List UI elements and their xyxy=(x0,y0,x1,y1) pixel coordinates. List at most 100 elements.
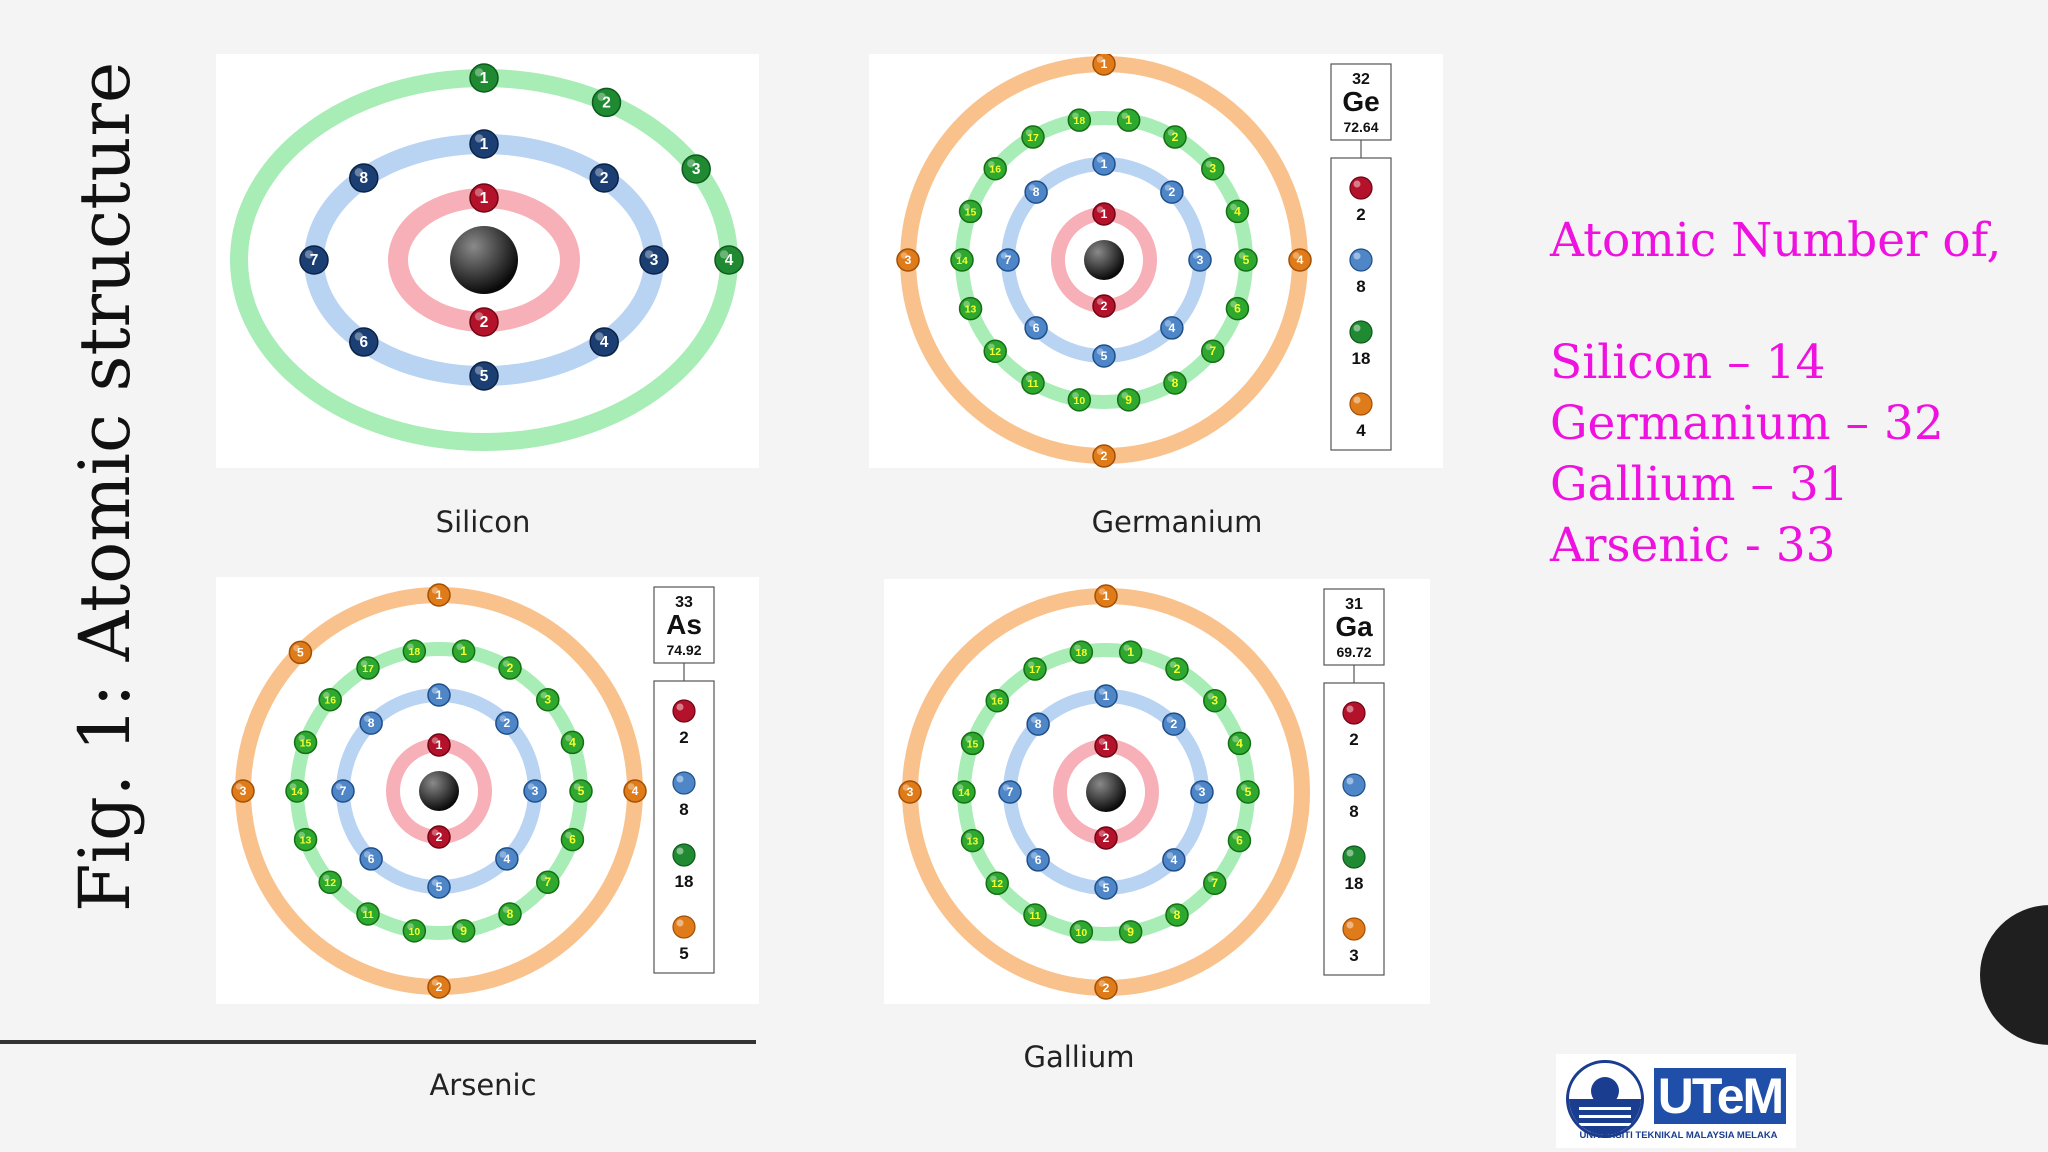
svg-text:31: 31 xyxy=(1345,596,1363,613)
electron: 7 xyxy=(331,779,355,803)
svg-text:1: 1 xyxy=(436,588,443,602)
electron: 6 xyxy=(1026,848,1050,872)
electron: 2 xyxy=(427,975,451,999)
svg-text:6: 6 xyxy=(1033,321,1040,335)
svg-text:9: 9 xyxy=(1127,925,1134,939)
svg-text:72.64: 72.64 xyxy=(1343,119,1378,135)
atomic-number-line: Germanium – 32 xyxy=(1550,396,1944,451)
svg-text:7: 7 xyxy=(1211,876,1218,890)
svg-text:14: 14 xyxy=(291,787,303,798)
svg-text:4: 4 xyxy=(1169,321,1176,335)
electron: 1 xyxy=(1092,202,1116,226)
svg-text:3: 3 xyxy=(532,784,539,798)
atomic-number-heading: Atomic Number of, xyxy=(1550,213,2002,268)
electron: 8 xyxy=(1163,371,1187,395)
svg-text:3: 3 xyxy=(1211,694,1218,708)
electron: 15 xyxy=(293,730,318,755)
electron: 4 xyxy=(1288,248,1312,272)
electron: 1 xyxy=(427,683,451,707)
electron: 2 xyxy=(498,656,522,680)
svg-text:2: 2 xyxy=(600,170,609,187)
electron: 1 xyxy=(469,183,499,213)
electron: 4 xyxy=(495,847,519,871)
svg-text:2: 2 xyxy=(1101,449,1108,463)
svg-text:16: 16 xyxy=(991,697,1003,708)
svg-text:10: 10 xyxy=(1074,396,1086,407)
electron: 8 xyxy=(349,163,379,193)
electron: 7 xyxy=(998,780,1022,804)
electron: 8 xyxy=(1165,903,1189,927)
electron: 3 xyxy=(1190,780,1214,804)
electron: 2 xyxy=(1094,976,1118,1000)
electron: 2 xyxy=(1165,657,1189,681)
svg-text:18: 18 xyxy=(409,647,421,658)
nucleus xyxy=(1086,772,1126,812)
svg-text:4: 4 xyxy=(600,334,609,351)
svg-text:2: 2 xyxy=(1169,185,1176,199)
legend-count: 2 xyxy=(1349,730,1358,749)
electron: 3 xyxy=(231,779,255,803)
svg-text:17: 17 xyxy=(1027,133,1039,144)
caption-germanium: Germanium xyxy=(1091,505,1263,539)
svg-text:6: 6 xyxy=(1035,853,1042,867)
svg-text:5: 5 xyxy=(1103,881,1110,895)
svg-text:4: 4 xyxy=(1171,853,1178,867)
svg-text:16: 16 xyxy=(324,696,336,707)
electron: 14 xyxy=(285,779,309,803)
svg-text:11: 11 xyxy=(1027,379,1038,390)
electron: 7 xyxy=(536,870,560,895)
svg-text:2: 2 xyxy=(1172,130,1179,144)
divider-line xyxy=(0,1040,756,1044)
atomic-number-line: Arsenic - 33 xyxy=(1550,518,1836,573)
svg-text:6: 6 xyxy=(368,852,375,866)
svg-text:9: 9 xyxy=(460,924,467,938)
electron: 3 xyxy=(896,248,920,272)
electron: 12 xyxy=(318,870,342,895)
electron: 17 xyxy=(1023,657,1047,681)
svg-text:12: 12 xyxy=(324,878,336,889)
svg-text:8: 8 xyxy=(360,170,369,187)
svg-text:1: 1 xyxy=(480,190,489,207)
electron: 1 xyxy=(469,129,499,159)
atomic-number-list: Atomic Number of, Silicon – 14 Germanium… xyxy=(1550,210,2001,576)
decorative-circle xyxy=(1980,905,2048,1045)
svg-text:7: 7 xyxy=(1007,785,1014,799)
electron: 9 xyxy=(1118,920,1143,944)
svg-text:15: 15 xyxy=(967,739,979,750)
svg-text:2: 2 xyxy=(1171,717,1178,731)
svg-text:4: 4 xyxy=(1236,736,1243,750)
svg-text:5: 5 xyxy=(297,645,304,659)
svg-text:18: 18 xyxy=(1076,648,1088,659)
svg-text:2: 2 xyxy=(436,980,443,994)
svg-text:10: 10 xyxy=(409,927,421,938)
electron: 18 xyxy=(1067,108,1092,132)
legend-count: 18 xyxy=(1352,349,1371,368)
svg-text:13: 13 xyxy=(965,305,977,316)
electron: 18 xyxy=(402,639,427,663)
svg-text:1: 1 xyxy=(1103,689,1110,703)
svg-text:8: 8 xyxy=(1035,717,1042,731)
svg-text:4: 4 xyxy=(725,252,734,269)
legend-count: 4 xyxy=(1356,421,1366,440)
svg-text:1: 1 xyxy=(480,70,489,87)
svg-text:69.72: 69.72 xyxy=(1336,644,1371,660)
svg-text:12: 12 xyxy=(991,879,1003,890)
electron: 16 xyxy=(983,156,1007,181)
svg-text:10: 10 xyxy=(1076,928,1088,939)
svg-text:6: 6 xyxy=(360,334,369,351)
electron: 7 xyxy=(299,245,329,275)
svg-text:As: As xyxy=(666,609,702,640)
svg-text:1: 1 xyxy=(1101,157,1108,171)
electron: 5 xyxy=(1094,876,1118,900)
electron: 1 xyxy=(1092,54,1116,76)
svg-text:8: 8 xyxy=(1172,376,1179,390)
utem-subtitle: UNIVERSITI TEKNIKAL MALAYSIA MELAKA xyxy=(1579,1130,1778,1141)
electron: 14 xyxy=(952,780,976,804)
electron: 13 xyxy=(960,828,985,853)
electron: 4 xyxy=(1227,731,1252,756)
svg-text:6: 6 xyxy=(569,833,576,847)
